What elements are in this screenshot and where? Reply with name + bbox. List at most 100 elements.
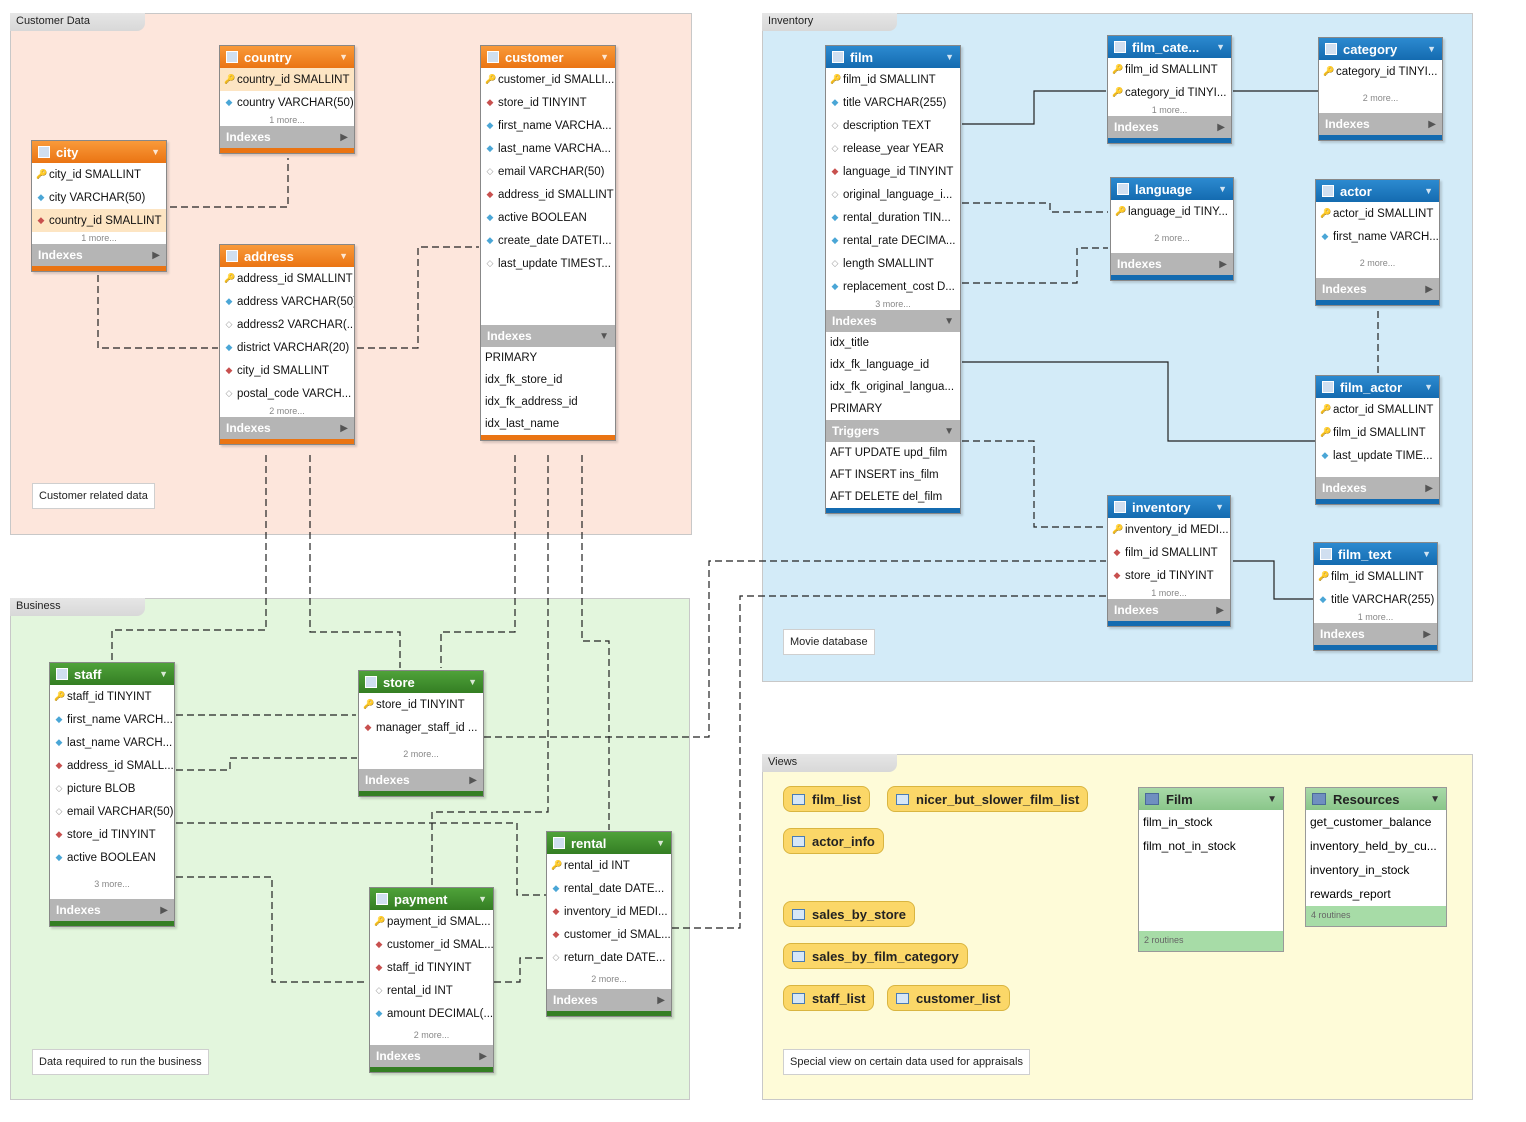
trigger-row[interactable]: AFT DELETE del_film [830, 491, 943, 503]
column-row[interactable]: ◆last_update TIME... [1316, 444, 1439, 467]
column-row[interactable]: 🔑film_id SMALLINT [1314, 565, 1437, 588]
routine-item[interactable]: film_not_in_stock [1143, 839, 1236, 853]
column-row[interactable]: ◇address2 VARCHAR(... [220, 313, 354, 336]
chevron-down-icon[interactable]: ▼ [656, 838, 665, 848]
column-row[interactable]: 🔑language_id TINY... [1111, 200, 1233, 223]
indexes-section[interactable]: Indexes▶ [1108, 599, 1230, 621]
more-columns[interactable]: 3 more... [94, 879, 130, 889]
column-row[interactable]: ◆last_name VARCH... [50, 731, 174, 754]
more-columns[interactable]: 2 more... [269, 406, 305, 416]
column-row[interactable]: ◇email VARCHAR(50) [481, 160, 615, 183]
column-row[interactable]: ◇picture BLOB [50, 777, 174, 800]
chevron-down-icon[interactable]: ▼ [339, 52, 348, 62]
column-row[interactable]: ◇return_date DATE... [547, 946, 671, 969]
column-row[interactable]: ◆film_id SMALLINT [1108, 541, 1230, 564]
view-customer-list[interactable]: customer_list [887, 985, 1010, 1011]
column-row[interactable]: 🔑category_id TINYI... [1108, 81, 1231, 104]
more-columns[interactable]: 2 more... [403, 749, 439, 759]
chevron-down-icon[interactable]: ▼ [478, 894, 487, 904]
column-row[interactable]: 🔑store_id TINYINT [359, 693, 483, 716]
trigger-row[interactable]: AFT INSERT ins_film [830, 469, 939, 481]
column-row[interactable]: ◆city_id SMALLINT [220, 359, 354, 382]
index-row[interactable]: PRIMARY [485, 352, 538, 364]
column-row[interactable]: ◆replacement_cost D... [826, 275, 960, 298]
indexes-section[interactable]: Indexes▶ [547, 989, 671, 1011]
routine-item[interactable]: rewards_report [1310, 887, 1391, 901]
column-row[interactable]: ◆address_id SMALL... [50, 754, 174, 777]
indexes-section[interactable]: Indexes▼ [826, 310, 960, 332]
triggers-section[interactable]: Triggers▼ [826, 420, 960, 442]
chevron-down-icon[interactable]: ▼ [1218, 184, 1227, 194]
column-row[interactable]: ◆address VARCHAR(50) [220, 290, 354, 313]
column-row[interactable]: ◆customer_id SMAL... [547, 923, 671, 946]
more-columns[interactable]: 1 more... [1151, 105, 1188, 115]
chevron-down-icon[interactable]: ▼ [151, 147, 160, 157]
column-row[interactable]: 🔑actor_id SMALLINT [1316, 202, 1439, 225]
routine-item[interactable]: inventory_in_stock [1310, 863, 1410, 877]
column-row[interactable]: 🔑film_id SMALLINT [826, 68, 960, 91]
view-actor-info[interactable]: actor_info [783, 828, 884, 854]
more-columns[interactable]: 3 more... [875, 299, 911, 309]
column-row[interactable]: ◆manager_staff_id ... [359, 716, 483, 739]
table-film-category[interactable]: film_cate...▼ 🔑film_id SMALLINT 🔑categor… [1107, 35, 1232, 144]
chevron-down-icon[interactable]: ▼ [339, 251, 348, 261]
indexes-section[interactable]: Indexes▶ [1314, 623, 1437, 645]
column-row[interactable]: 🔑film_id SMALLINT [1108, 58, 1231, 81]
chevron-down-icon[interactable]: ▼ [1216, 42, 1225, 52]
table-film-text[interactable]: film_text▼ 🔑film_id SMALLINT ◆title VARC… [1313, 542, 1438, 651]
index-row[interactable]: idx_last_name [485, 418, 560, 430]
chevron-down-icon[interactable]: ▼ [600, 52, 609, 62]
indexes-section[interactable]: Indexes▶ [220, 417, 354, 439]
column-row[interactable]: ◆first_name VARCHA... [481, 114, 615, 137]
note-views[interactable]: Special view on certain data used for ap… [783, 1049, 1030, 1075]
indexes-section[interactable]: Indexes▼ [481, 325, 615, 347]
indexes-section[interactable]: Indexes▶ [370, 1045, 493, 1067]
column-row[interactable]: 🔑address_id SMALLINT [220, 267, 354, 290]
column-row[interactable]: ◇postal_code VARCH... [220, 382, 354, 405]
more-columns[interactable]: 2 more... [1362, 93, 1399, 103]
routine-item[interactable]: inventory_held_by_cu... [1310, 839, 1437, 853]
table-address[interactable]: address▼ 🔑address_id SMALLINT ◆address V… [219, 244, 355, 445]
routine-group-resources[interactable]: Resources▼ get_customer_balance inventor… [1305, 787, 1447, 927]
more-columns[interactable]: 1 more... [1357, 612, 1394, 622]
indexes-section[interactable]: Indexes▶ [1316, 278, 1439, 300]
column-row[interactable]: 🔑payment_id SMAL... [370, 910, 493, 933]
more-columns[interactable]: 2 more... [591, 974, 627, 984]
more-columns[interactable]: 1 more... [269, 115, 305, 125]
chevron-down-icon[interactable]: ▼ [1422, 549, 1431, 559]
table-film-actor[interactable]: film_actor▼ 🔑actor_id SMALLINT 🔑film_id … [1315, 375, 1440, 505]
column-row[interactable]: ◆store_id TINYINT [50, 823, 174, 846]
column-row[interactable]: 🔑country_id SMALLINT [220, 68, 354, 91]
column-row[interactable]: 🔑actor_id SMALLINT [1316, 398, 1439, 421]
column-row[interactable]: ◆rental_date DATE... [547, 877, 671, 900]
column-row[interactable]: ◆rental_duration TIN... [826, 206, 960, 229]
indexes-section[interactable]: Indexes▶ [359, 769, 483, 791]
chevron-down-icon[interactable]: ▼ [1215, 502, 1224, 512]
column-row[interactable]: ◇length SMALLINT [826, 252, 960, 275]
column-row[interactable]: ◆active BOOLEAN [481, 206, 615, 229]
column-row[interactable]: 🔑customer_id SMALLI... [481, 68, 615, 91]
trigger-row[interactable]: AFT UPDATE upd_film [830, 447, 948, 459]
chevron-down-icon[interactable]: ▼ [1424, 186, 1433, 196]
column-row[interactable]: ◇last_update TIMEST... [481, 252, 615, 275]
chevron-down-icon[interactable]: ▼ [1430, 793, 1440, 805]
more-columns[interactable]: 2 more... [1359, 258, 1396, 268]
view-nicer-but-slower-film-list[interactable]: nicer_but_slower_film_list [887, 786, 1089, 812]
note-business[interactable]: Data required to run the business [32, 1049, 209, 1075]
index-row[interactable]: idx_title [830, 337, 869, 349]
table-payment[interactable]: payment▼ 🔑payment_id SMAL... ◆customer_i… [369, 887, 494, 1073]
column-row[interactable]: ◆customer_id SMAL... [370, 933, 493, 956]
column-row[interactable]: ◇description TEXT [826, 114, 960, 137]
column-row[interactable]: ◇original_language_i... [826, 183, 960, 206]
column-row[interactable]: ◆store_id TINYINT [1108, 564, 1230, 587]
table-country[interactable]: country▼ 🔑country_id SMALLINT ◆country V… [219, 45, 355, 154]
chevron-down-icon[interactable]: ▼ [945, 52, 954, 62]
index-row[interactable]: idx_fk_address_id [485, 396, 578, 408]
column-row[interactable]: ◇rental_id INT [370, 979, 493, 1002]
table-language[interactable]: language▼ 🔑language_id TINY... 2 more...… [1110, 177, 1234, 281]
more-columns[interactable]: 2 more... [413, 1030, 450, 1040]
more-columns[interactable]: 1 more... [81, 233, 117, 243]
index-row[interactable]: PRIMARY [830, 403, 883, 415]
column-row[interactable]: ◆rental_rate DECIMA... [826, 229, 960, 252]
routine-group-film[interactable]: Film▼ film_in_stock film_not_in_stock 2 … [1138, 787, 1284, 952]
